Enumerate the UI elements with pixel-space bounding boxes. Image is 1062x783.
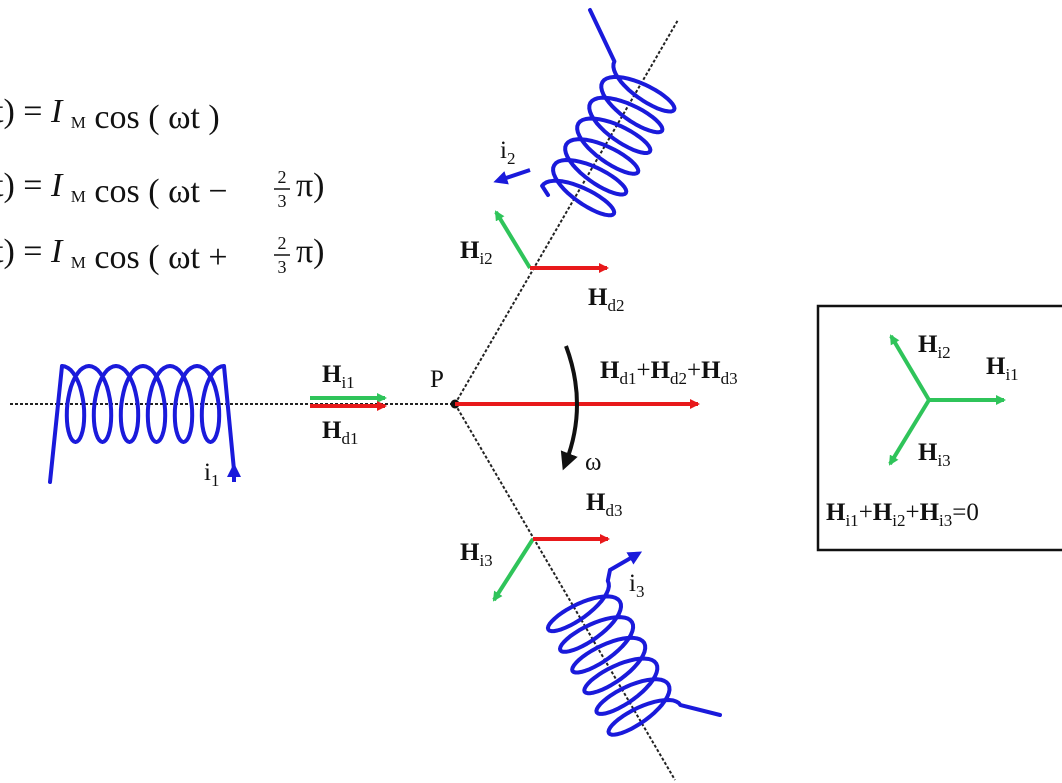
- eq2-arg: ωt: [168, 173, 200, 210]
- eq3-pi: π: [296, 233, 313, 270]
- eq3-amplitude-sub: M: [71, 253, 86, 272]
- eq1-amplitude: I: [50, 93, 64, 130]
- coil3-current-label: i3: [629, 570, 644, 601]
- eq3-sign: +: [208, 239, 227, 276]
- label-hi3: Hi3: [460, 539, 493, 570]
- eq1-func: cos: [94, 99, 139, 136]
- legend-arrow-hi3: [888, 398, 931, 466]
- eq2-frac-den: 3: [278, 191, 287, 211]
- legend-label-hi3: Hi3: [918, 439, 951, 470]
- eq2-func: cos: [94, 173, 139, 210]
- coil-1: [48, 364, 241, 484]
- legend-label-hi2: Hi2: [918, 331, 951, 362]
- eq2-frac-num: 2: [278, 167, 287, 187]
- coil-3: [545, 551, 722, 737]
- svg-text:t) = I M: t) = I M cos ( ωt −: [0, 167, 228, 210]
- point-p-label: P: [430, 366, 444, 393]
- eq3-frac-num: 2: [278, 233, 287, 253]
- equation-3: t) = I M cos ( ωt + 2 3 π): [0, 233, 325, 277]
- eq2-pi: π: [296, 167, 313, 204]
- eq3-frac-den: 3: [278, 257, 287, 277]
- coil2-current-label: i2: [500, 137, 515, 168]
- legend-arrow-hi2: [889, 334, 931, 402]
- label-hd1: Hd1: [322, 417, 358, 448]
- omega-rotation-arrow: [560, 345, 579, 471]
- svg-text:t) = I M: t) = I M cos ( ωt +: [0, 233, 228, 276]
- eq2-lhs: t): [0, 167, 15, 204]
- label-hd2: Hd2: [588, 284, 624, 315]
- eq2-amplitude-sub: M: [71, 187, 86, 206]
- equation-2: t) = I M cos ( ωt − 2 3 π): [0, 167, 325, 211]
- legend-box: Hi2 Hi1 Hi3 Hi1+Hi2+Hi3=0: [816, 304, 1062, 552]
- eq3-amplitude: I: [50, 233, 64, 270]
- coil-2: [493, 8, 677, 218]
- eq3-arg: ωt: [168, 239, 200, 276]
- eq3-lhs: t): [0, 233, 15, 270]
- svg-text:t) = I M: t) = I M cos ( ωt ): [0, 93, 220, 136]
- eq2-sign: −: [208, 173, 227, 210]
- eq3-func: cos: [94, 239, 139, 276]
- legend-sum-equation: Hi1+Hi2+Hi3=0: [826, 499, 979, 530]
- eq2-amplitude: I: [50, 167, 64, 204]
- arrow-hi2: [494, 210, 532, 270]
- label-resultant: Hd1+Hd2+Hd3: [600, 357, 738, 388]
- omega-label: ω: [585, 449, 601, 476]
- coil1-current-label: i1: [204, 459, 219, 490]
- equation-1: t) = I M cos ( ωt ): [0, 93, 220, 136]
- label-hd3: Hd3: [586, 489, 622, 520]
- svg-text:π): π): [296, 233, 325, 270]
- label-hi2: Hi2: [460, 237, 493, 268]
- eq1-lhs: t): [0, 93, 15, 130]
- arrow-hi3: [492, 537, 535, 602]
- label-hi1: Hi1: [322, 361, 355, 392]
- eq1-amplitude-sub: M: [71, 113, 86, 132]
- axis-lower-diagonal: [454, 403, 676, 781]
- legend-label-hi1: Hi1: [986, 353, 1019, 384]
- svg-text:π): π): [296, 167, 325, 204]
- eq1-arg: ωt: [168, 99, 200, 136]
